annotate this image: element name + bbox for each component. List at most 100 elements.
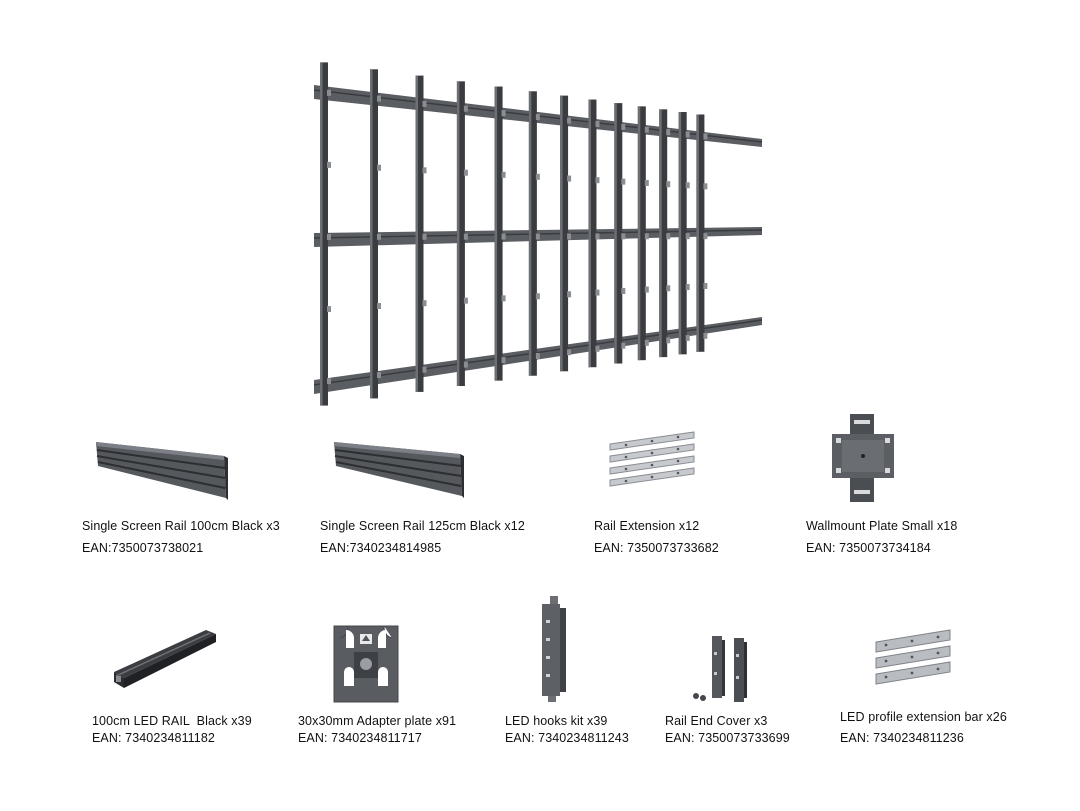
vertical-led-rail: [494, 86, 503, 381]
led-hook: [666, 285, 671, 292]
led-hook: [535, 293, 540, 300]
led-hook: [422, 300, 427, 307]
led-hook: [422, 167, 427, 174]
vertical-led-rail: [659, 109, 668, 358]
product-ean: EAN: 7350073733682: [594, 541, 719, 555]
led-hook: [535, 233, 540, 240]
led-hook: [666, 233, 671, 240]
vertical-led-rail-edge: [560, 95, 563, 372]
led-hook: [644, 286, 649, 293]
vertical-led-rail: [415, 75, 424, 392]
product-ean: EAN: 7340234811717: [298, 731, 422, 745]
led-hook: [567, 117, 572, 124]
rail-125cm-icon: [330, 436, 470, 506]
led-hook: [703, 183, 708, 190]
vertical-led-rail: [637, 106, 646, 361]
vertical-led-rail: [614, 103, 623, 364]
product-name: Single Screen Rail 125cm Black x12: [320, 519, 525, 533]
led-wall-frame-image: [300, 55, 775, 415]
led-hook: [327, 89, 331, 96]
rail-extension-icon: [606, 428, 698, 492]
vertical-led-rail: [696, 114, 705, 352]
led-hook: [422, 233, 427, 240]
led-hook: [567, 291, 572, 298]
led-hook: [377, 95, 381, 102]
led-hook: [422, 100, 427, 107]
product-ean: EAN:7350073738021: [82, 541, 204, 555]
vertical-led-rail-edge: [588, 99, 591, 368]
extension-bar-icon: [872, 626, 954, 688]
led-hook: [377, 372, 381, 379]
led-hook: [685, 131, 690, 138]
led-hook: [621, 123, 626, 130]
led-hook: [685, 182, 690, 189]
led-hook: [463, 361, 468, 368]
led-hook: [666, 337, 671, 344]
led-hook: [327, 233, 331, 240]
led-hook: [567, 349, 572, 356]
led-hook: [595, 289, 600, 296]
product-ean: EAN: 7340234811243: [505, 731, 629, 745]
vertical-led-rail-edge: [320, 62, 323, 406]
led-hook: [535, 114, 540, 121]
led-hook: [501, 295, 506, 302]
led-hook: [685, 233, 690, 240]
led-hook: [535, 173, 540, 180]
rail-end-cover-icon: [688, 632, 754, 706]
vertical-led-rail-edge: [370, 69, 373, 399]
vertical-led-rail: [528, 91, 537, 376]
product-ean: EAN: 7340234811236: [840, 731, 964, 745]
product-name: LED hooks kit x39: [505, 714, 608, 728]
led-hook: [501, 171, 506, 178]
product-name: LED profile extension bar x26: [840, 710, 1007, 724]
vertical-led-rail-edge: [456, 81, 460, 387]
product-ean: EAN: 7340234811182: [92, 731, 215, 745]
led-hook: [422, 366, 427, 373]
led-hook: [685, 334, 690, 341]
led-hook: [567, 233, 572, 240]
vertical-led-rail-edge: [528, 91, 532, 376]
vertical-led-rail-edge: [614, 103, 617, 364]
led-hook: [685, 284, 690, 291]
led-hook: [535, 352, 540, 359]
vertical-led-rail-edge: [637, 106, 641, 361]
led-hook: [377, 302, 381, 309]
vertical-led-rail: [370, 69, 378, 399]
vertical-led-rail: [588, 99, 597, 368]
led-hook: [621, 342, 626, 349]
led-hook: [463, 169, 468, 176]
vertical-led-rail: [560, 95, 569, 372]
vertical-led-rail-edge: [659, 109, 662, 358]
vertical-led-rail: [320, 62, 328, 406]
led-hook: [703, 233, 708, 240]
vertical-led-rail-edge: [678, 112, 682, 355]
product-name: Wallmount Plate Small x18: [806, 519, 958, 533]
led-hook: [644, 233, 649, 240]
led-hook: [327, 378, 331, 385]
product-name: Single Screen Rail 100cm Black x3: [82, 519, 280, 533]
vertical-led-rail-edge: [494, 86, 498, 381]
led-hook: [703, 133, 708, 140]
led-hook: [501, 110, 506, 117]
led-hook: [595, 120, 600, 127]
led-hook: [463, 297, 468, 304]
led-hook: [644, 126, 649, 133]
led-hook: [666, 181, 671, 188]
product-ean: EAN:7340234814985: [320, 541, 442, 555]
led-hook: [377, 164, 381, 171]
led-hook: [567, 175, 572, 182]
horizontal-rail-groove: [313, 319, 763, 386]
product-ean: EAN: 7350073734184: [806, 541, 931, 555]
led-hook: [501, 357, 506, 364]
led-hook: [327, 306, 331, 313]
led-hook: [463, 233, 468, 240]
adapter-plate-icon: [328, 622, 404, 706]
product-name: 100cm LED RAIL Black x39: [92, 714, 252, 728]
led-hook: [595, 177, 600, 184]
wallmount-plate-icon: [828, 410, 898, 506]
vertical-led-rail-edge: [696, 114, 699, 352]
led-hook: [327, 161, 331, 168]
led-hook: [666, 129, 671, 136]
led-hook: [621, 178, 626, 185]
led-hook: [621, 233, 626, 240]
